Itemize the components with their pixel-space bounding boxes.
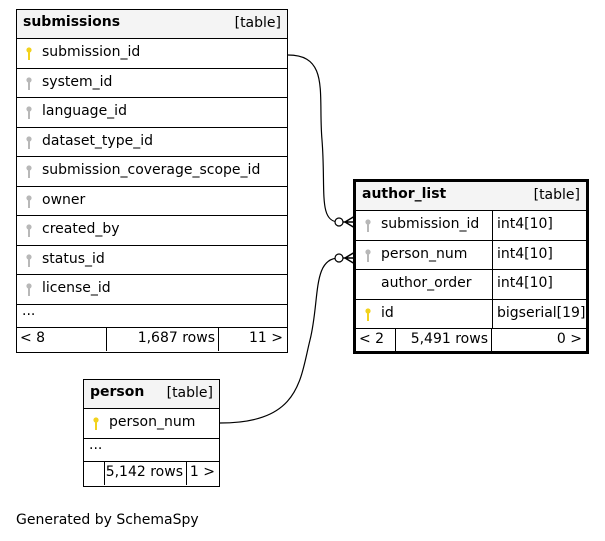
table-header: person [table] — [84, 380, 219, 409]
column-row[interactable]: person_num int4[10] — [356, 240, 586, 270]
foreign-key-icon — [26, 283, 32, 296]
column-name: person_num — [381, 245, 468, 262]
column-name: id — [381, 304, 394, 321]
column-name: submission_coverage_scope_id — [42, 162, 261, 178]
column-row[interactable]: system_id — [17, 69, 287, 98]
foreign-key-icon — [26, 76, 32, 90]
column-name: author_order — [381, 275, 472, 291]
table-footer: 5,142 rows 1 > — [84, 461, 219, 485]
foreign-key-icon — [26, 165, 32, 178]
table-person[interactable]: person [table] person_num ... 5,142 rows… — [83, 379, 220, 487]
table-kind: [table] — [166, 385, 213, 401]
table-name: submissions — [23, 14, 121, 30]
foreign-key-icon — [365, 248, 371, 262]
column-name: created_by — [42, 221, 120, 237]
column-row[interactable]: submission_id — [17, 39, 287, 69]
column-list: person_num — [84, 409, 219, 439]
column-row[interactable]: submission_coverage_scope_id — [17, 157, 287, 187]
column-name: submission_id — [42, 44, 141, 60]
column-name: language_id — [42, 103, 127, 119]
table-name: author_list — [362, 186, 447, 202]
table-footer: < 2 5,491 rows 0 > — [356, 329, 586, 352]
column-name: owner — [42, 191, 86, 208]
foreign-key-icon — [26, 253, 32, 267]
foreign-key-icon — [26, 224, 32, 237]
column-row[interactable]: id bigserial[19] — [356, 299, 586, 329]
row-count: 5,142 rows — [105, 461, 187, 485]
edge-person-author-list — [219, 257, 340, 424]
column-row[interactable]: license_id — [17, 275, 287, 305]
column-name: dataset_type_id — [42, 132, 153, 149]
column-row[interactable]: submission_id int4[10] — [356, 211, 586, 241]
parents-count[interactable]: < 8 — [17, 327, 107, 351]
more-columns: ... — [17, 303, 287, 328]
foreign-key-icon — [365, 219, 371, 232]
table-kind: [table] — [234, 15, 281, 31]
more-columns: ... — [84, 437, 219, 462]
column-name: submission_id — [381, 216, 480, 232]
parents-count[interactable]: < 2 — [356, 329, 396, 352]
foreign-key-icon — [26, 106, 32, 119]
column-type: int4[10] — [492, 211, 586, 240]
column-name: license_id — [42, 280, 111, 296]
row-count: 5,491 rows — [396, 329, 492, 352]
column-row[interactable]: dataset_type_id — [17, 128, 287, 157]
parents-count[interactable] — [84, 461, 105, 485]
column-row[interactable]: author_order int4[10] — [356, 270, 586, 300]
children-count[interactable]: 0 > — [556, 331, 582, 347]
edge-optional-marker — [334, 253, 344, 263]
column-name: system_id — [42, 73, 113, 90]
edge-optional-marker — [334, 217, 344, 227]
column-name: status_id — [42, 250, 105, 267]
foreign-key-icon — [26, 194, 32, 208]
edge-submissions-author-list — [287, 54, 340, 223]
row-count: 1,687 rows — [107, 327, 219, 351]
primary-key-icon — [365, 307, 371, 321]
foreign-key-icon — [26, 135, 32, 149]
column-row[interactable]: created_by — [17, 216, 287, 246]
column-row[interactable]: person_num — [84, 409, 219, 439]
column-row[interactable]: language_id — [17, 98, 287, 128]
table-author-list[interactable]: author_list [table] submission_id int4[10… — [353, 179, 589, 354]
primary-key-icon — [93, 417, 99, 430]
table-header: author_list [table] — [356, 182, 586, 211]
column-type: bigserial[19] — [492, 299, 586, 328]
table-header: submissions [table] — [17, 10, 287, 39]
column-type: int4[10] — [492, 270, 586, 299]
children-count[interactable]: 1 > — [189, 463, 215, 480]
table-footer: < 8 1,687 rows 11 > — [17, 327, 287, 351]
footnote: Generated by SchemaSpy — [16, 512, 199, 528]
table-name: person — [90, 384, 145, 400]
column-name: person_num — [109, 414, 196, 430]
children-count[interactable]: 11 > — [249, 329, 283, 346]
column-type: int4[10] — [492, 240, 586, 269]
table-submissions[interactable]: submissions [table] submission_id system_… — [16, 9, 288, 353]
table-kind: [table] — [533, 187, 580, 203]
primary-key-icon — [26, 47, 32, 60]
column-row[interactable]: status_id — [17, 246, 287, 275]
column-row[interactable]: owner — [17, 187, 287, 216]
